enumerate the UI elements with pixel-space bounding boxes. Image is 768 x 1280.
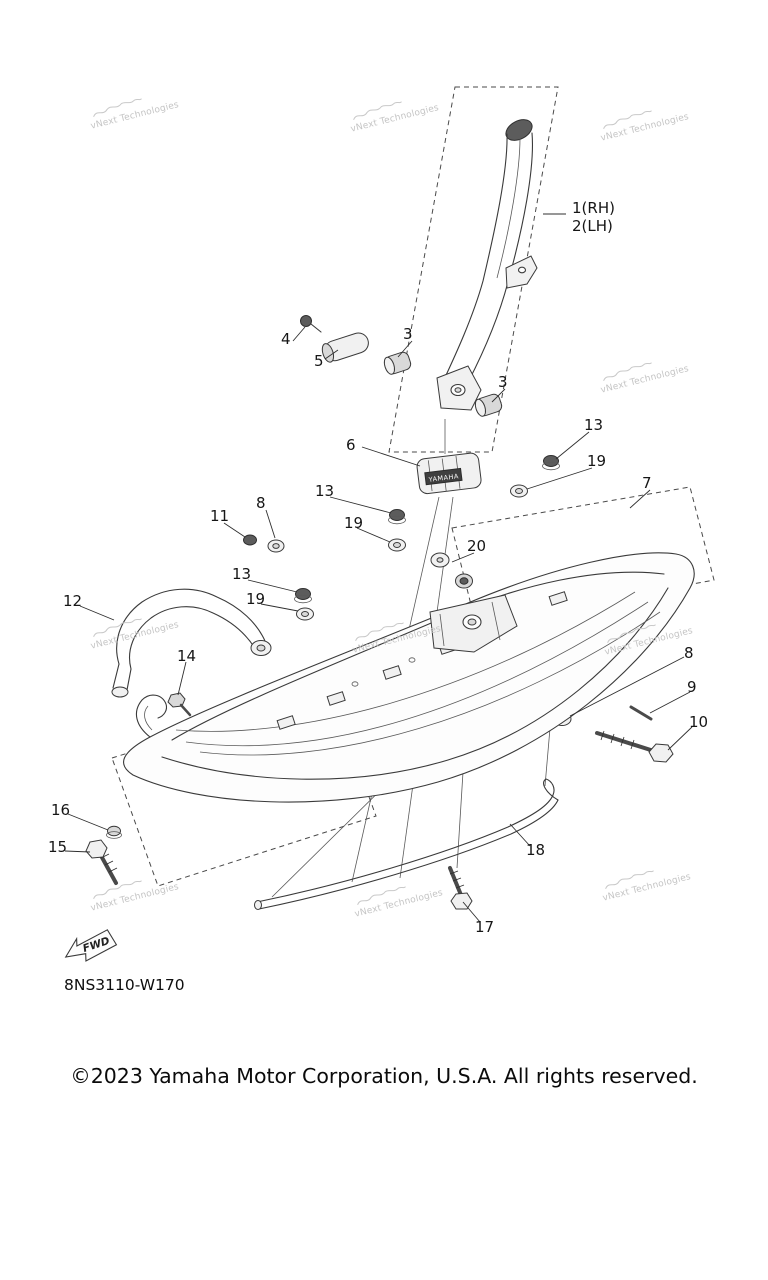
spindle-leg — [436, 119, 538, 411]
part-number-callout: 2(LH) — [572, 217, 613, 235]
watermark-scribble — [93, 618, 143, 638]
part-number-callout: 13 — [584, 416, 604, 434]
watermark-scribble — [93, 880, 143, 900]
part-number-callout: 8 — [684, 644, 694, 662]
watermark: vNext Technologies — [87, 869, 180, 914]
watermark: vNext Technologies — [601, 613, 694, 658]
washer-19-right — [510, 484, 528, 498]
nut-16 — [106, 825, 122, 839]
part-number-callout: 1(RH) — [572, 199, 615, 217]
drawing-part-code: 8NS3110-W170 — [64, 976, 185, 994]
watermark-scribble — [357, 886, 407, 906]
mount-block-6: YAMAHA — [416, 452, 482, 495]
part-number-callout: 4 — [281, 330, 291, 348]
part-number-callout: 3 — [403, 325, 413, 343]
watermark: vNext Technologies — [349, 611, 442, 656]
spacer-5 — [321, 332, 369, 363]
stud-4 — [300, 315, 322, 333]
flange-nut-13-left — [294, 588, 312, 604]
watermark-scribble — [93, 98, 143, 118]
washer-19-mid — [388, 538, 406, 552]
brand-label: YAMAHA — [427, 472, 459, 484]
damper-20 — [430, 552, 473, 589]
ski-body — [123, 552, 695, 803]
washer-8-left — [267, 539, 285, 553]
part-number-callout: 15 — [48, 838, 68, 856]
part-number-callout: 18 — [526, 841, 546, 859]
part-number-callout: 10 — [689, 713, 709, 731]
part-number-callout: 13 — [315, 482, 335, 500]
part-number-callout: 13 — [232, 565, 252, 583]
bolt-17 — [448, 866, 473, 910]
flange-nut-13-mid — [388, 509, 406, 525]
part-number-callout: 20 — [467, 537, 487, 555]
fwd-arrow: FWD — [64, 929, 118, 962]
washer-19-left — [296, 607, 314, 621]
part-number-callout: 12 — [63, 592, 83, 610]
bolt-14 — [167, 692, 192, 717]
pin-9 — [629, 705, 653, 721]
copyright-notice: ©2023 Yamaha Motor Corporation, U.S.A. A… — [70, 1064, 698, 1088]
collar-3-lower — [474, 393, 503, 417]
watermark: vNext Technologies — [597, 351, 690, 396]
bolt-15 — [85, 839, 118, 885]
part-number-callout: 19 — [246, 590, 266, 608]
dashed-box-ski-left — [111, 689, 377, 887]
watermark: vNext Technologies — [351, 875, 444, 920]
watermark: vNext Technologies — [87, 87, 180, 132]
watermark-scribble — [603, 110, 653, 130]
nut-11 — [243, 534, 257, 546]
part-number-callout: 3 — [498, 373, 508, 391]
collar-3-upper — [383, 351, 412, 375]
watermark-scribble — [605, 870, 655, 890]
part-number-callout: 6 — [346, 436, 356, 454]
ski-handle-12 — [111, 588, 272, 698]
part-number-callout: 19 — [344, 514, 364, 532]
watermark: vNext Technologies — [597, 99, 690, 144]
dashed-box-ski-right — [451, 486, 715, 626]
watermark-scribble — [603, 362, 653, 382]
part-number-callout: 17 — [475, 918, 495, 936]
leader-lines — [64, 213, 693, 923]
part-number-callout: 7 — [642, 474, 652, 492]
watermark-scribble — [607, 624, 657, 644]
part-number-callout: 11 — [210, 507, 230, 525]
part-number-callout: 19 — [587, 452, 607, 470]
flange-nut-13-right — [542, 455, 560, 471]
watermark-scribble — [355, 622, 405, 642]
part-number-callout: 16 — [51, 801, 71, 819]
watermark-scribble — [353, 101, 403, 121]
watermark: vNext Technologies — [347, 90, 440, 135]
watermark: vNext Technologies — [87, 607, 180, 652]
bolt-10 — [595, 730, 674, 763]
part-number-callout: 5 — [314, 352, 324, 370]
part-number-callout: 8 — [256, 494, 266, 512]
watermark: vNext Technologies — [599, 859, 692, 904]
runner-bar-18 — [254, 778, 559, 910]
part-number-callout: 9 — [687, 678, 697, 696]
part-number-callout: 14 — [177, 647, 197, 665]
